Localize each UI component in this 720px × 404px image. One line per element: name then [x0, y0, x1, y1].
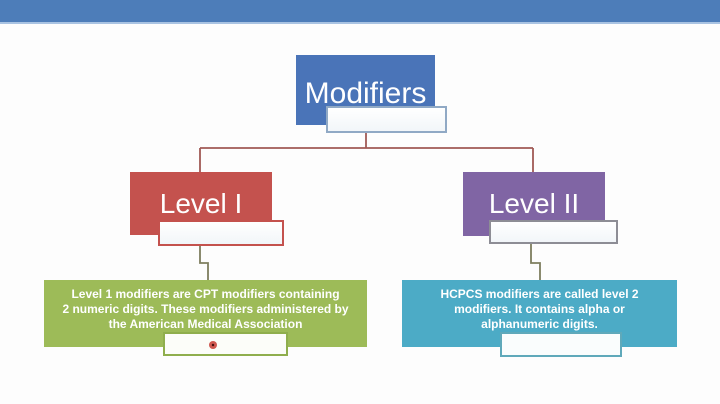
modifiers-placeholder-box	[326, 106, 447, 133]
level1-description-placeholder-box	[163, 332, 288, 356]
lower-connector-right	[530, 243, 541, 282]
level2-node-label: Level II	[488, 188, 580, 219]
level2-description-line: modifiers. It contains alpha or	[454, 302, 625, 316]
level1-description-line: 2 numeric digits. These modifiers admini…	[62, 302, 349, 316]
level2-description-line: HCPCS modifiers are called level 2	[440, 287, 639, 301]
level1-node-label: Level I	[159, 187, 243, 219]
laser-pointer-dot-icon	[209, 341, 217, 349]
level2-description-placeholder-box	[500, 332, 622, 357]
modifiers-node: Modifiers	[296, 55, 435, 125]
level1-description-line: Level 1 modifiers are CPT modifiers cont…	[71, 287, 340, 301]
modifiers-node-label: Modifiers	[304, 77, 427, 110]
lower-connector-left	[199, 245, 209, 282]
level1-description-line: the American Medical Association	[108, 317, 303, 331]
level1-placeholder-box	[158, 220, 284, 246]
top-theme-band	[0, 0, 720, 22]
upper-connector	[199, 131, 534, 173]
top-theme-band-edge	[0, 22, 720, 24]
level2-description-line: alphanumeric digits.	[481, 317, 598, 331]
level2-placeholder-box	[489, 220, 618, 244]
